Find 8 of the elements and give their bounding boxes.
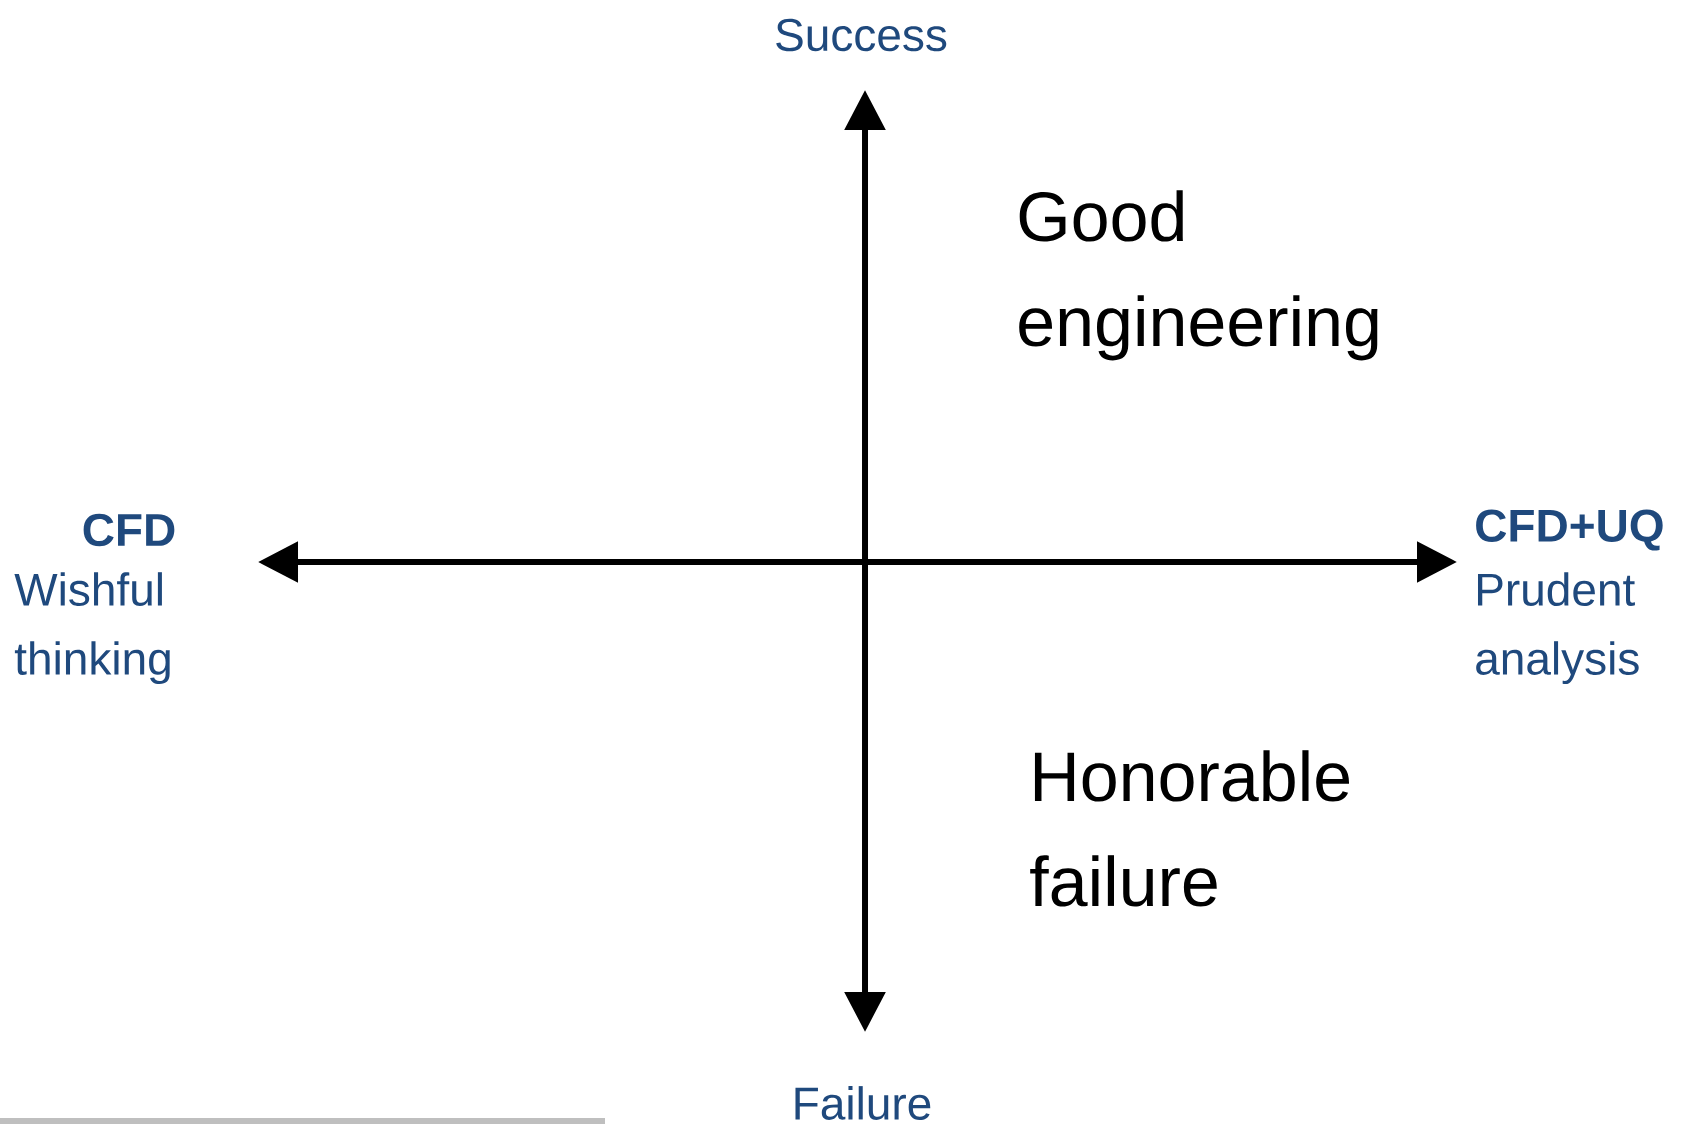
axis-label: Prudent analysis <box>1476 572 1639 685</box>
axis-label: Success <box>776 18 947 52</box>
axis-label: CFD+UQ <box>1476 509 1663 551</box>
axis-label: Wishful thinking <box>14 572 170 685</box>
axis-label: Failure <box>795 1086 931 1120</box>
quadrant-label: Good engineering <box>1019 190 1378 361</box>
axis-label: CFD <box>83 513 175 547</box>
quadrant-label: Honorable failure <box>1030 750 1349 907</box>
